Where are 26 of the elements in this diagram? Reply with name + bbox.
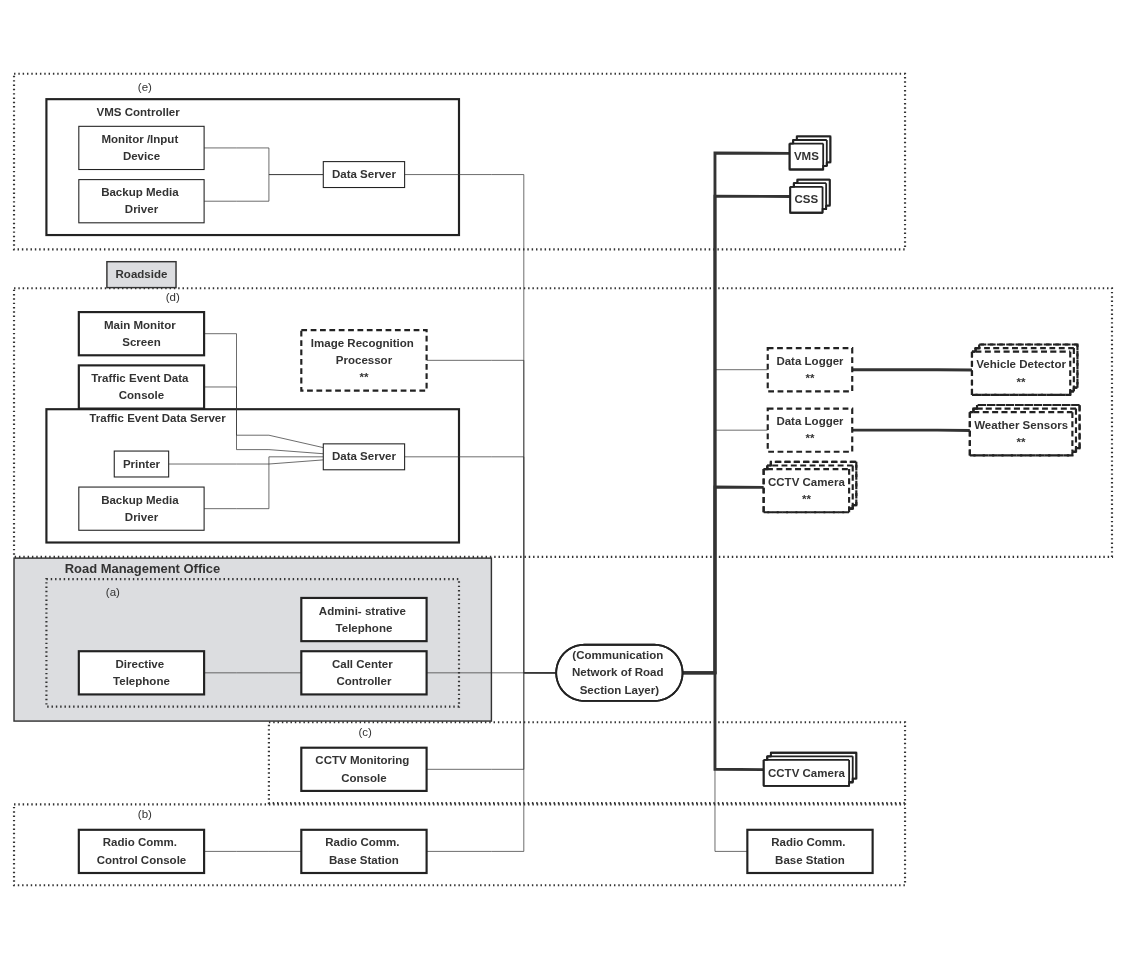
connector [404, 173, 557, 673]
node-box: Image Recognition Processor ** [300, 328, 428, 392]
node-box: Admini- strative Telephone [300, 596, 428, 642]
node-box: Roadside [106, 260, 177, 288]
node-box: Backup Media Driver [78, 486, 205, 531]
connector [426, 671, 557, 770]
node-box: Radio Comm. Control Console [77, 828, 206, 874]
node-box: CCTV Monitoring Console [300, 746, 428, 792]
node-box: Printer [113, 450, 170, 478]
node-box: Directive Telephone [77, 649, 206, 695]
node-box: Main Monitor Screen [77, 310, 206, 356]
node-box: Radio Comm. Base Station [300, 828, 428, 874]
connector [168, 459, 324, 464]
node-box: Call Center Controller [300, 649, 428, 695]
node-box: Data Server [322, 160, 406, 188]
node-box: Backup Media Driver [78, 178, 205, 223]
connector [426, 359, 557, 673]
node-box: Data Server [322, 442, 406, 470]
node-box: Radio Comm. Base Station [746, 828, 874, 874]
connector [404, 455, 557, 673]
node-box: Monitor /Input Device [78, 125, 205, 170]
node-box: Traffic Event Data Console [77, 363, 206, 410]
connector [426, 671, 557, 674]
node-box: Data Logger ** [766, 407, 854, 453]
node-box: Data Logger ** [766, 346, 854, 392]
connector [426, 671, 557, 852]
